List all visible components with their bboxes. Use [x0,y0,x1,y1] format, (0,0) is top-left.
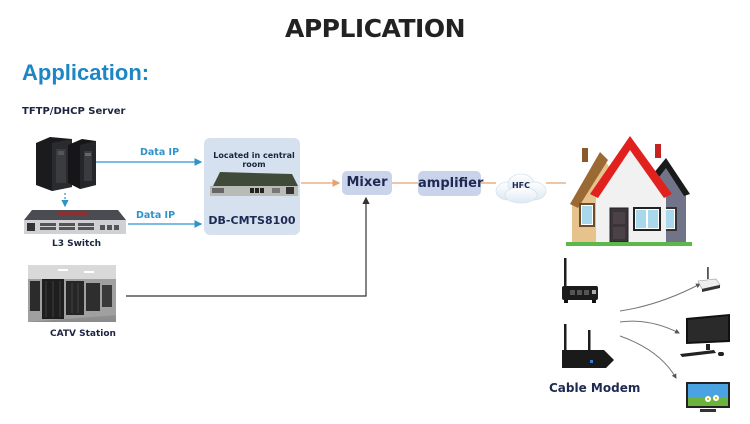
catv-label: CATV Station [50,329,116,339]
house-icon [566,130,692,248]
amplifier-node[interactable]: amplifier [418,171,483,196]
cable-modem-label: Cable Modem [549,381,641,395]
data-center-icon [28,265,116,322]
wifi-router-icon [696,267,722,293]
hfc-label: HFC [511,181,531,190]
cmts-model: DB-CMTS8100 [208,214,296,227]
desktop-computer-icon [680,314,732,360]
cmts-caption: Located in central room [213,151,295,169]
link-modem-computer [619,320,680,334]
modem-icon [560,258,600,308]
cloud-icon [492,171,550,205]
data-ip-label-switch: Data IP [136,210,176,221]
wireless-router-icon [560,324,614,370]
network-switch-icon [24,210,126,236]
server-label: TFTP/DHCP Server [22,106,126,117]
server-tower-icon [32,137,98,191]
television-icon [686,382,730,414]
link-modem-tv [619,335,677,379]
data-ip-label-server: Data IP [140,147,180,158]
section-heading: Application: [22,60,150,85]
mixer-node[interactable]: Mixer [342,171,392,195]
page-title: APPLICATION [284,14,466,43]
switch-label: L3 Switch [52,239,102,249]
link-modem-router [619,283,701,312]
rack-unit-icon [210,172,298,198]
link-catv-mixer [126,196,370,297]
